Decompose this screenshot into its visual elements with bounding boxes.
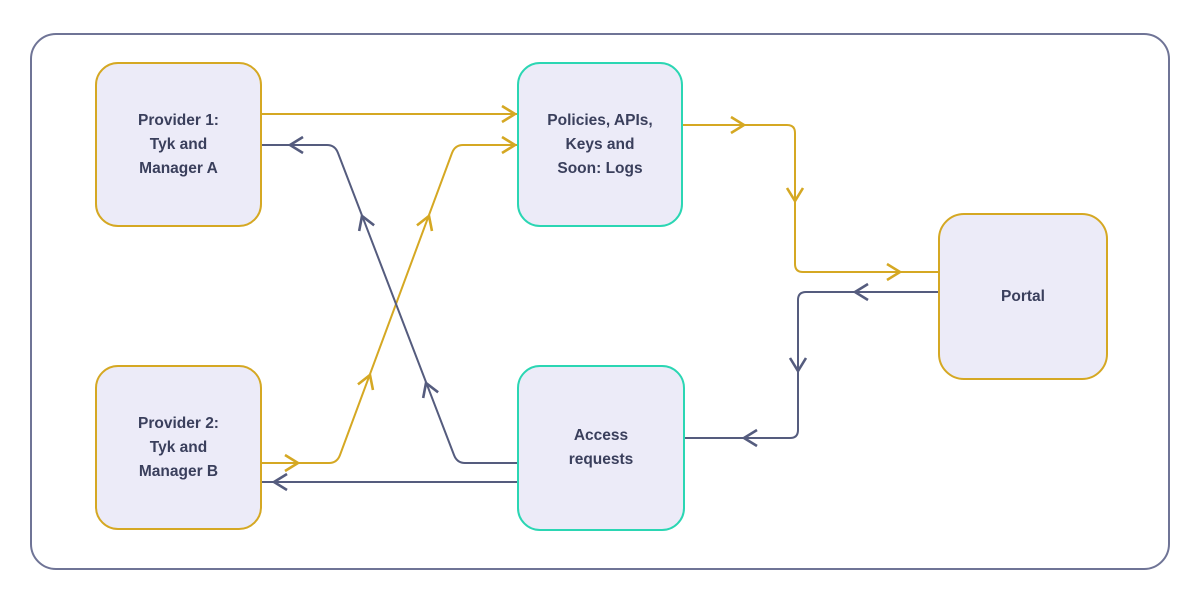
arrowhead-icon xyxy=(501,104,518,124)
edge-line xyxy=(262,144,517,464)
arrowhead-icon xyxy=(886,262,903,282)
edge-portal-to-access xyxy=(685,282,938,448)
arrowhead-icon xyxy=(730,115,747,135)
arrowhead-icon xyxy=(357,372,375,391)
arrowhead-icon xyxy=(852,282,869,302)
arrowhead-icon xyxy=(287,135,304,155)
arrowhead-icon xyxy=(416,213,434,232)
arrowhead-icon xyxy=(741,428,758,448)
edge-access-to-provider1 xyxy=(262,135,517,464)
edge-provider1-to-policies xyxy=(262,104,518,124)
edge-access-to-provider2 xyxy=(262,472,517,492)
edge-provider2-to-policies xyxy=(262,135,518,473)
arrowhead-icon xyxy=(271,472,288,492)
edge-line xyxy=(683,124,938,273)
arrowhead-icon xyxy=(357,213,375,232)
arrowhead-icon xyxy=(421,380,439,399)
arrowhead-icon xyxy=(788,357,808,374)
arrowhead-icon xyxy=(501,135,518,155)
edge-line xyxy=(685,291,938,439)
node-portal: Portal xyxy=(938,213,1108,380)
edge-line xyxy=(262,144,517,464)
edge-policies-to-portal xyxy=(683,115,938,282)
arrowhead-icon xyxy=(284,453,301,473)
arrowhead-icon xyxy=(785,187,805,204)
node-portal-label: Portal xyxy=(1001,287,1045,305)
